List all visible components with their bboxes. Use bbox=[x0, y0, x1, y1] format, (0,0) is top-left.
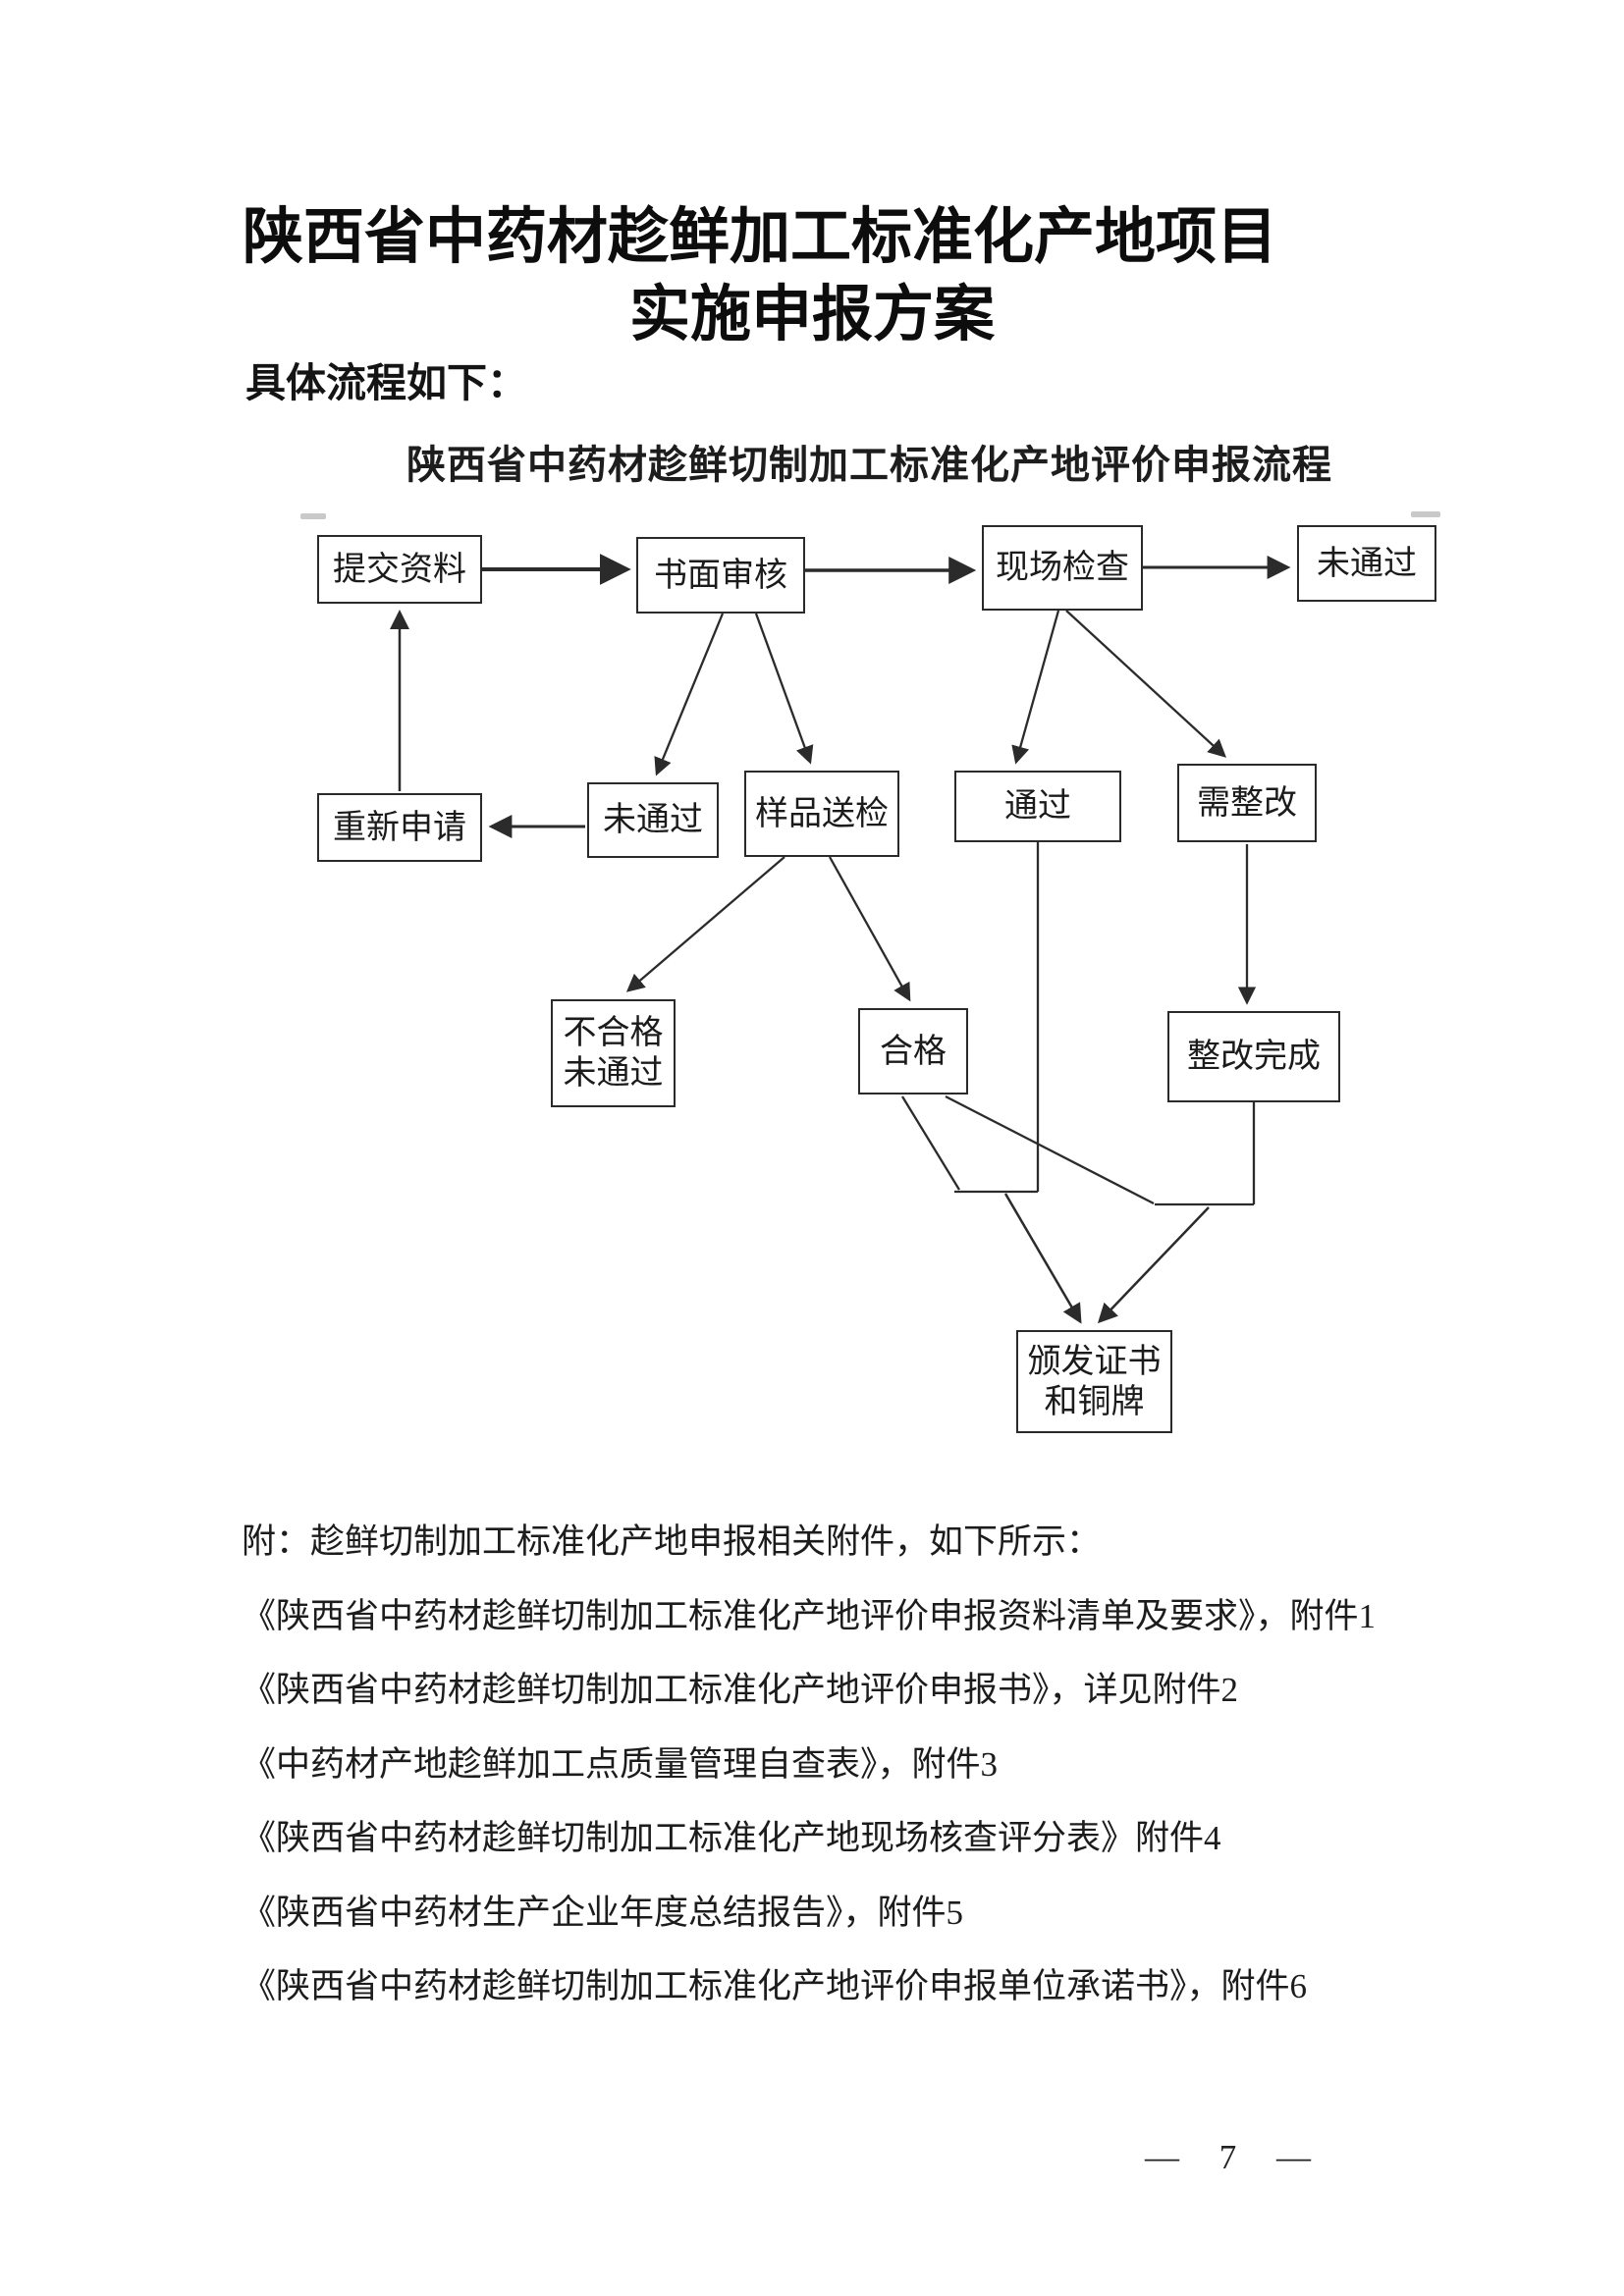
flowchart-title: 陕西省中药材趁鲜切制加工标准化产地评价申报流程 bbox=[406, 443, 1332, 487]
page-number: — 7 — bbox=[1145, 2138, 1326, 2176]
node-submit: 提交资料 bbox=[317, 535, 482, 604]
node-rectification-complete: 整改完成 bbox=[1167, 1011, 1340, 1102]
node-site-inspection: 现场检查 bbox=[982, 525, 1143, 611]
attachment-item-2: 《陕西省中药材趁鲜切制加工标准化产地评价申报书》，详见附件2 bbox=[242, 1671, 1239, 1709]
scan-artifact bbox=[300, 513, 326, 519]
attachment-item-3: 《中药材产地趁鲜加工点质量管理自查表》，附件3 bbox=[242, 1745, 999, 1784]
doc-title-line1: 陕西省中药材趁鲜加工标准化产地项目 bbox=[243, 204, 1278, 271]
section-heading: 具体流程如下： bbox=[245, 360, 527, 405]
node-sample-testing: 样品送检 bbox=[744, 771, 899, 857]
scan-artifact bbox=[1411, 511, 1440, 517]
node-passed: 通过 bbox=[954, 771, 1121, 842]
node-needs-rectification: 需整改 bbox=[1177, 764, 1317, 842]
node-unqualified: 不合格 未通过 bbox=[551, 999, 676, 1107]
flow-connector-group bbox=[390, 554, 1291, 1324]
node-not-passed-review: 未通过 bbox=[587, 782, 719, 858]
attachment-item-5: 《陕西省中药材生产企业年度总结报告》，附件5 bbox=[242, 1894, 964, 1932]
attachment-item-4: 《陕西省中药材趁鲜切制加工标准化产地现场核查评分表》附件4 bbox=[242, 1819, 1221, 1857]
node-qualified: 合格 bbox=[858, 1008, 968, 1095]
node-reapply: 重新申请 bbox=[317, 793, 482, 862]
attachment-item-6: 《陕西省中药材趁鲜切制加工标准化产地评价申报单位承诺书》，附件6 bbox=[242, 1967, 1308, 2005]
doc-title-line2: 实施申报方案 bbox=[629, 282, 996, 348]
node-written-review: 书面审核 bbox=[636, 537, 805, 614]
attachment-item-1: 《陕西省中药材趁鲜切制加工标准化产地评价申报资料清单及要求》，附件1 bbox=[242, 1597, 1377, 1635]
node-not-passed-final: 未通过 bbox=[1297, 525, 1436, 602]
attachments-intro: 附：趁鲜切制加工标准化产地申报相关附件，如下所示： bbox=[242, 1522, 1102, 1561]
node-issue-certificate: 颁发证书 和铜牌 bbox=[1016, 1330, 1172, 1433]
